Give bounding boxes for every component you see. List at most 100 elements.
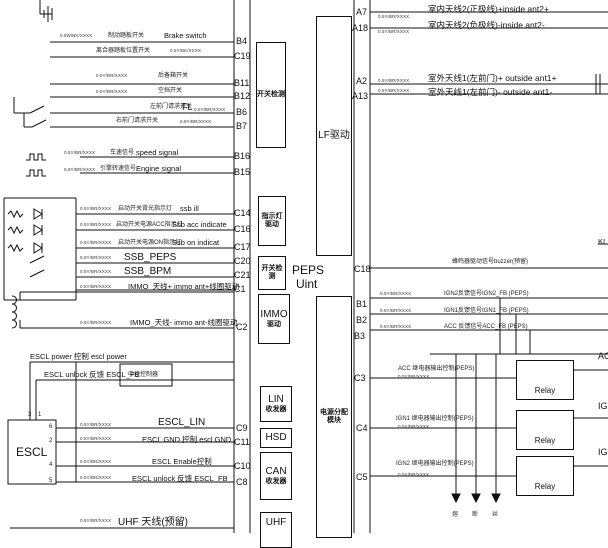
wire-code: 0.5Y/BR/XXXX	[380, 308, 412, 313]
wire-code: 0.5Y/BR/XXXX	[80, 206, 112, 211]
wire-code: 0.5Y/BR/XXXX	[378, 29, 410, 34]
escl-unlock-label: ESCL unlock 反馈 ESCL_FB	[132, 474, 228, 483]
indicator-driver-block: 指示灯驱动	[258, 196, 286, 246]
escl-unlock-top-label: ESCL unlock 反馈 ESCL_FB	[44, 370, 140, 379]
speed-signal-cn: 车速信号	[110, 150, 135, 156]
uhf-block: UHF	[260, 512, 292, 548]
pin-b1: B1	[356, 299, 368, 309]
pin-a7: A7	[356, 7, 368, 17]
ign2-fb-label: IGN2反馈信号IGN2_FB (PEPS)	[444, 291, 529, 297]
pin-c4: C4	[356, 423, 368, 433]
wire-code: 0.5Y/BR/XXXX	[380, 324, 412, 329]
escl-enable-label: ESCL Enable控制	[152, 457, 212, 466]
escl-pin: 1	[38, 412, 42, 418]
immo-minus-label: IMMO_天线- immo ant-线圈驱动	[130, 318, 238, 327]
wire-code: 0.5Y/BR/XXXX	[378, 14, 410, 19]
pin-c17: C17	[234, 242, 251, 252]
wire-code: 0.5Y/BR/XXXX	[378, 78, 410, 83]
outside-ant-minus: 室外天线1(左前门)- outside ant1-	[428, 87, 553, 97]
pin-b15: B15	[234, 167, 251, 177]
switch-detect-block: 开关检测	[256, 42, 286, 148]
ign2-relay-ctrl-label: IGN2 继电器输出控制(PEPS)	[396, 461, 474, 467]
wire-code: 0.5Y/BR/XXXX	[80, 284, 112, 289]
pin-c21: C21	[234, 270, 251, 280]
fuse-label: 丝	[492, 512, 499, 518]
wire-code: 0.5Y/BR/XXXX	[80, 422, 112, 427]
pin-b7: B7	[236, 121, 248, 131]
escl-lin-label: ESCL_LIN	[158, 417, 206, 428]
pin-a18: A18	[352, 23, 369, 33]
pin-b4: B4	[236, 36, 248, 46]
pin-c8: C8	[236, 477, 248, 487]
pin-c1: C1	[234, 284, 246, 294]
pin-a2: A2	[356, 76, 368, 86]
ign1-relay: Relay	[516, 410, 574, 450]
pin-a13: A13	[352, 91, 369, 101]
acc-relay-ctrl-label: ACC 继电器输出控制(PEPS)	[398, 366, 475, 372]
fl-request-switch-en: FL	[182, 102, 193, 112]
pin-c3: C3	[354, 373, 366, 383]
wire-code: 0.5Y/BR/XXXX	[378, 88, 410, 93]
pin-c20: C20	[234, 256, 251, 266]
ssb-acc-cn: 启动开关电源ACC指示灯	[116, 222, 183, 228]
lf-driver-block: LF驱动	[316, 16, 352, 256]
pin-c2: C2	[236, 322, 248, 332]
fuse-label: 熔	[452, 512, 459, 518]
power-distribution-block: 电源分配模块	[316, 296, 352, 538]
wire-code: 0.5Y/BR/XXXX	[398, 472, 430, 477]
wire-code: 0.5Y/BK/XXXX	[170, 48, 201, 53]
pin-c9: C9	[236, 423, 248, 433]
hsd-block: HSD	[260, 428, 292, 448]
fr-request-switch-cn: 右前门请求开关	[116, 118, 159, 124]
escl-pin: 3	[28, 412, 32, 418]
ssb-bpm-label: SSB_BPM	[124, 266, 172, 277]
peps-title: PEPS	[292, 263, 325, 277]
peps-subtitle: Uint	[296, 277, 318, 291]
neutral-switch-cn: 空挡开关	[158, 88, 183, 94]
escl-pin: 4	[49, 462, 53, 468]
pin-b3: B3	[354, 331, 366, 341]
fuse-label: 断	[472, 512, 479, 518]
ign1-fb-label: IGN1反馈信号IGN1_FB (PEPS)	[444, 308, 529, 314]
pin-b2: B2	[356, 315, 368, 325]
ssb-on-cn: 启动开关电源ON指示灯	[118, 240, 182, 246]
escl-gnd-label: ESCL GND 控制 escl GND	[142, 435, 232, 444]
pin-b6: B6	[236, 107, 248, 117]
immo-plus-label: IMMO_天线+ immo ant+线圈驱动	[128, 282, 240, 291]
trunk-switch-cn: 后备箱开关	[158, 73, 189, 79]
wire-code: 0.5Y/BR/XXXX	[80, 475, 112, 480]
switch-detect-block-2: 开关检测	[258, 256, 286, 290]
inside-ant-plus: 室内天线2(正极线)+inside ant2+	[428, 4, 549, 14]
brake-switch-cn: 制动踏板开关	[108, 33, 145, 39]
wire-code: 0.5Y/BR/XXXX	[96, 89, 128, 94]
pin-b12: B12	[234, 91, 251, 101]
wire-code: 0.5Y/BR/XXXX	[80, 255, 112, 260]
pin-c11: C11	[234, 437, 250, 447]
pin-c18: C18	[354, 264, 371, 274]
wire-code: 0.5Y/BR/XXXX	[64, 167, 96, 172]
ign2-relay: Relay	[516, 456, 574, 496]
wire-code: 0.5Y/BR/XXXX	[80, 269, 112, 274]
clutch-switch-cn: 离合器踏板位置开关	[96, 48, 151, 54]
wire-code: 0.5Y/BR/XXXX	[80, 459, 112, 464]
wire-code: 0.5Y/BR/XXXX	[80, 518, 112, 523]
pin-c16: C16	[234, 224, 251, 234]
acc-fb-label: ACC 反馈信号ACC_FB (PEPS)	[444, 324, 528, 330]
wire-code: 0.5Y/BR/XXXX	[96, 73, 128, 78]
engine-signal-en: Engine signal	[136, 164, 182, 173]
pin-b16: B16	[234, 151, 251, 161]
wire-code: 0.5Y/BR/XXXX	[80, 240, 112, 245]
escl-power-label: ESCL power 控制 escl power	[30, 352, 127, 361]
pin-c19: C19	[234, 51, 251, 61]
uhf-antenna-label: UHF 天线(预留)	[118, 517, 188, 528]
speed-signal-en: speed signal	[136, 148, 179, 157]
acc-output-label: AC	[598, 351, 608, 361]
wire-code: 0.5Y/BR/XXXX	[80, 222, 112, 227]
escl-pin: 5	[49, 478, 53, 484]
central-controller-label: 中控控制器	[128, 372, 159, 378]
ssb-ill-cn: 启动开关背光指示灯	[118, 206, 173, 212]
ssb-ill-en: ssb ill	[180, 204, 199, 213]
